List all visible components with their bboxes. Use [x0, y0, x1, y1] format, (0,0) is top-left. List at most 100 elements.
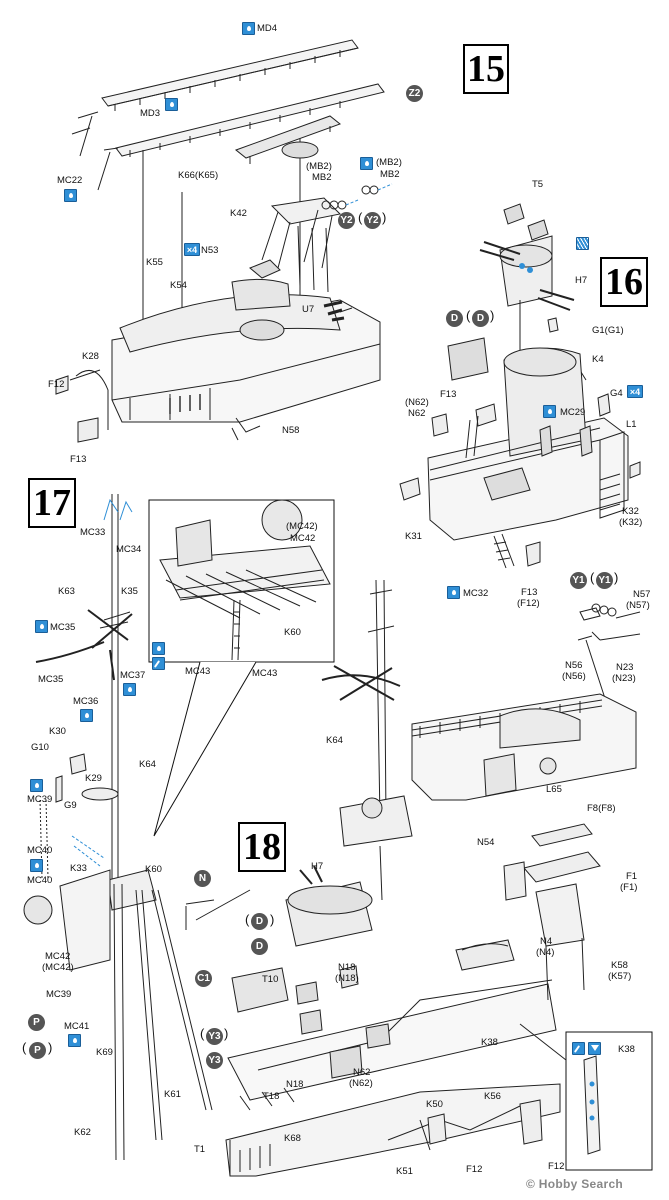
main-turret-h7: [479, 203, 575, 311]
part-label: MD3: [140, 108, 161, 119]
part-label: F12: [48, 379, 65, 390]
part-label: K38: [618, 1044, 635, 1055]
decal-stripe-icon: [576, 237, 589, 250]
part-label: MD4: [257, 23, 278, 34]
part-label: (N57): [626, 600, 650, 611]
part-label: MC42: [45, 951, 71, 962]
platform-k42: [261, 197, 342, 293]
part-label: F13: [70, 454, 87, 465]
step-number-15: 15: [463, 44, 509, 94]
boats-f1-f8: [503, 823, 601, 1001]
part-label: T18: [263, 1091, 280, 1102]
part-label: G10: [31, 742, 49, 753]
part-label: K56: [484, 1091, 501, 1102]
part-label: K33: [70, 863, 87, 874]
part-label: MB2: [380, 169, 400, 180]
part-label: G1(G1): [592, 325, 624, 336]
part-label: (K32): [619, 517, 643, 528]
paint-drop-icon: [30, 859, 43, 872]
part-label: H7: [575, 275, 588, 286]
part-label: K69: [96, 1047, 113, 1058]
part-label: K35: [121, 586, 138, 597]
turret-h7-18: [285, 865, 373, 947]
part-label: N57: [633, 589, 651, 600]
part-label: MC37: [120, 670, 146, 681]
paint-drop-icon: [35, 620, 48, 633]
paren-close: ): [224, 1026, 229, 1041]
part-label: F13: [521, 587, 538, 598]
paint-drop-icon: [447, 586, 460, 599]
part-label: K63: [58, 586, 75, 597]
quantity-x4-icon: ×4: [184, 243, 200, 256]
part-label: N18: [338, 962, 356, 973]
part-label: T10: [262, 974, 279, 985]
paint-drop-icon: [64, 189, 77, 202]
part-label: MC34: [116, 544, 142, 555]
part-label: L65: [546, 784, 562, 795]
part-label: N62: [353, 1067, 371, 1078]
part-label: MC40: [27, 845, 53, 856]
k38-callout: [519, 1023, 653, 1171]
paren-open: (: [590, 570, 595, 585]
color-callout-badge: D: [251, 938, 268, 955]
part-label: T5: [532, 179, 544, 190]
part-label: MB2: [312, 172, 332, 183]
brush-icon: [572, 1042, 585, 1055]
color-callout-badge: D: [446, 310, 463, 327]
part-label: MC41: [64, 1021, 90, 1032]
step-number-18: 18: [238, 822, 286, 872]
part-label: N23: [616, 662, 634, 673]
color-callout-badge: Y2: [338, 212, 355, 229]
brush-icon: [152, 657, 165, 670]
part-label: (N62): [349, 1078, 373, 1089]
part-label: MC39: [27, 794, 53, 805]
part-label: N4: [540, 936, 553, 947]
part-label: F12: [548, 1161, 565, 1172]
paint-drop-icon: [360, 157, 373, 170]
bridge-structure-16: [399, 317, 641, 569]
part-label: (K57): [608, 971, 632, 982]
color-callout-badge: N: [194, 870, 211, 887]
part-label: K38: [481, 1037, 498, 1048]
watermark: © Hobby Search: [526, 1177, 624, 1191]
part-label: K66(K65): [178, 170, 219, 181]
paint-drop-icon: [68, 1034, 81, 1047]
part-label: T1: [194, 1144, 206, 1155]
color-callout-badge: P: [29, 1042, 46, 1059]
part-label: K64: [326, 735, 343, 746]
part-label: G4: [610, 388, 623, 399]
part-label: U7: [302, 304, 315, 315]
paren-close: ): [490, 308, 495, 323]
part-label: MC39: [46, 989, 72, 1000]
paint-drop-icon: [123, 683, 136, 696]
part-label: MC32: [463, 588, 489, 599]
paint-drop-icon: [543, 405, 556, 418]
part-label: (F12): [517, 598, 540, 609]
step-number-17: 17: [28, 478, 76, 528]
part-label: L1: [626, 419, 637, 430]
part-label: MC29: [560, 407, 586, 418]
part-label: (N62): [405, 397, 429, 408]
color-callout-badge: Y1: [570, 572, 587, 589]
paren-close: ): [614, 570, 619, 585]
part-u7: [323, 300, 345, 322]
part-label: H7: [311, 861, 324, 872]
paint-drop-icon: [165, 98, 178, 111]
paren-open: (: [358, 210, 363, 225]
part-label: K42: [230, 208, 247, 219]
part-label: MC43: [185, 666, 211, 677]
part-label: K51: [396, 1166, 413, 1177]
part-label: (MC42): [286, 521, 318, 532]
part-label: (N56): [562, 671, 586, 682]
paren-open: (: [200, 1026, 205, 1041]
part-label: MC35: [50, 622, 76, 633]
superstructure-15: [55, 259, 381, 443]
part-label: K68: [284, 1133, 301, 1144]
color-callout-badge: D: [251, 913, 268, 930]
part-label: N18: [286, 1079, 304, 1090]
paint-drop-icon: [80, 709, 93, 722]
color-callout-badge: Y3: [206, 1028, 223, 1045]
paren-close: ): [270, 912, 275, 927]
ladder-mc22: [71, 111, 119, 191]
